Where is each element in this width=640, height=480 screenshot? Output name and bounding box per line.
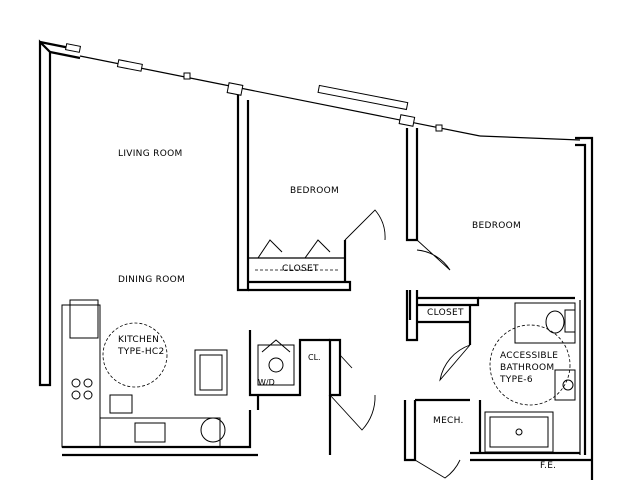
label-bedroom-1: BEDROOM	[290, 186, 339, 196]
label-bedroom-2: BEDROOM	[472, 221, 521, 231]
kitchen-fixtures	[61, 299, 295, 448]
label-kitchen: KITCHEN	[118, 335, 159, 345]
label-bath-2: BATHROOM	[500, 363, 554, 373]
interior-walls	[236, 95, 575, 462]
room-labels: LIVING ROOM DINING ROOM BEDROOM BEDROOM …	[117, 149, 558, 471]
label-fe: F.E.	[540, 461, 556, 471]
door-swings	[329, 209, 471, 479]
label-mech: MECH.	[433, 416, 464, 426]
label-closet-2: CLOSET	[427, 308, 464, 318]
bedroom-closet-doors	[257, 239, 331, 259]
label-closet-1: CLOSET	[282, 264, 319, 274]
bathroom-fixtures	[484, 302, 576, 453]
label-bath-1: ACCESSIBLE	[500, 351, 558, 361]
exterior-walls	[38, 39, 594, 480]
label-dining-room: DINING ROOM	[118, 275, 185, 285]
label-living-room: LIVING ROOM	[118, 149, 183, 159]
label-bath-3: TYPE-6	[499, 375, 533, 385]
label-cl: CL.	[308, 353, 321, 362]
label-wd: W/D	[258, 378, 275, 387]
label-kitchen-type: TYPE-HC2	[117, 347, 165, 357]
